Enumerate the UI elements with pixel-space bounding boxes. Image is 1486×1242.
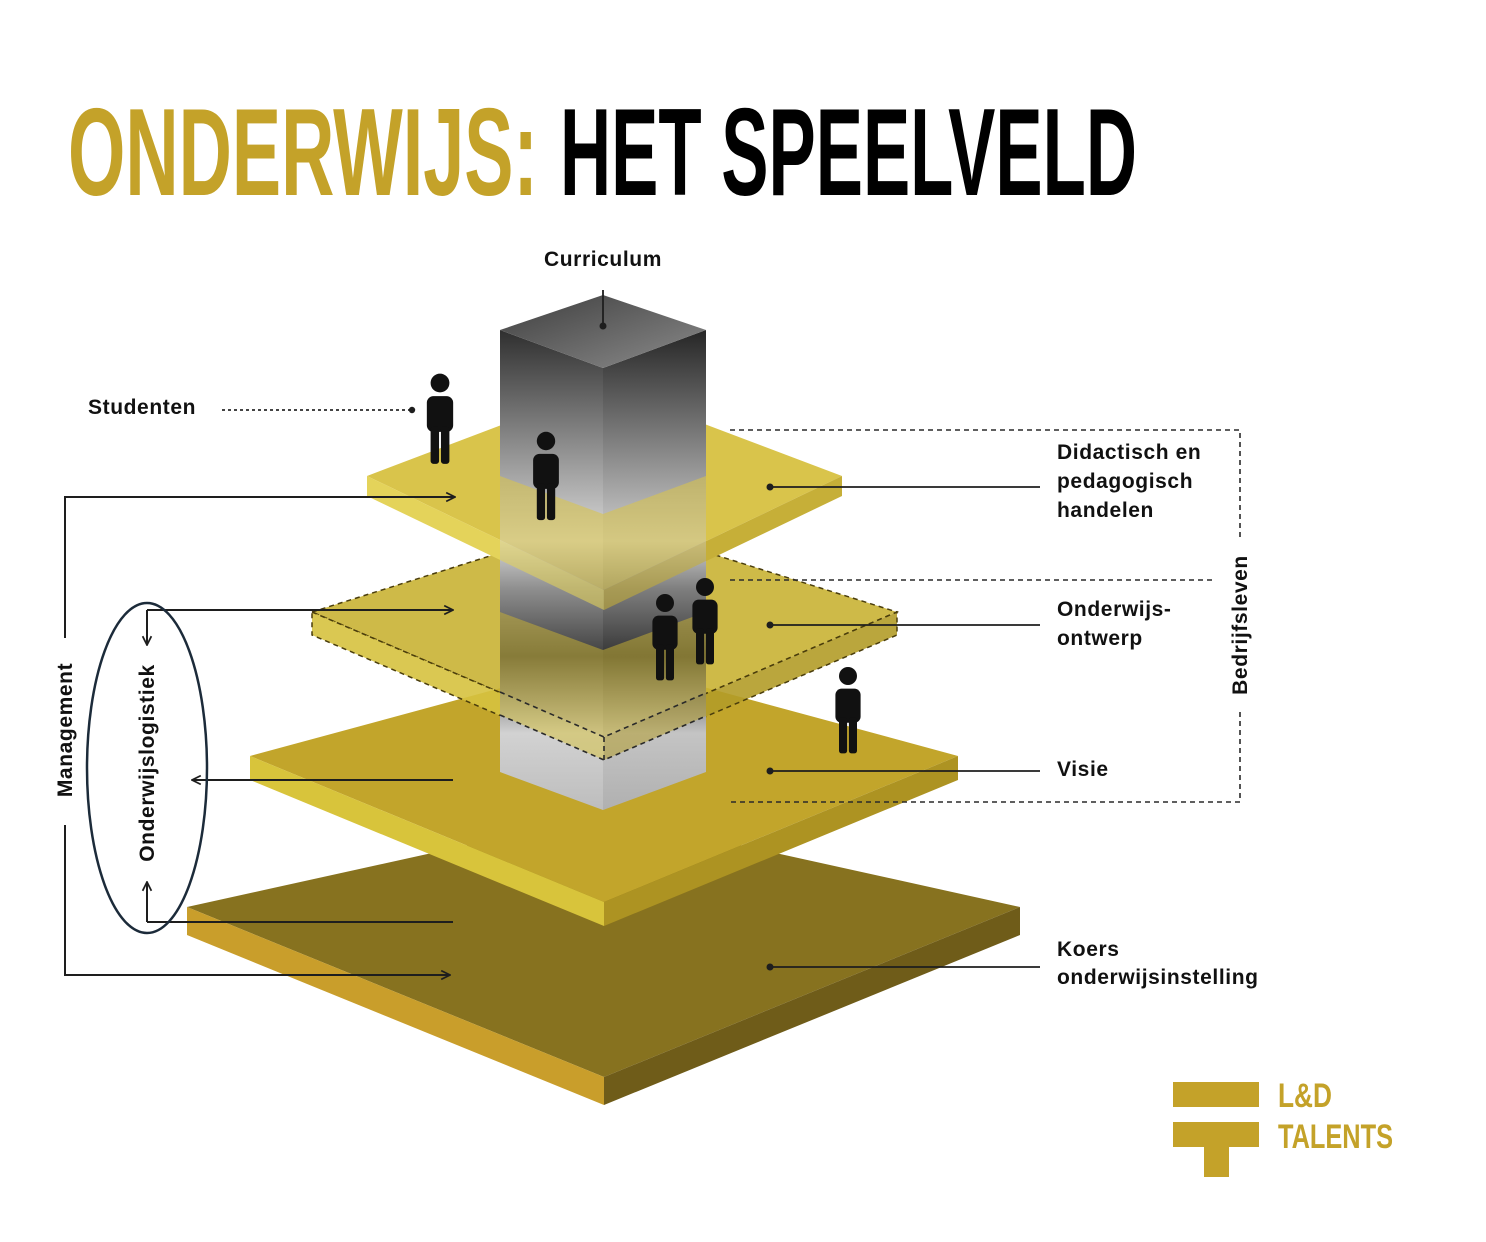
title-main: HET SPEELVELD [560, 84, 1137, 222]
person-head [839, 667, 857, 685]
curriculum-label: Curriculum [544, 248, 662, 271]
title-accent: ONDERWIJS: [68, 84, 538, 222]
management-arrow-bottom [64, 825, 450, 975]
layer-koers-slab [187, 815, 1020, 1105]
person-torso [426, 396, 454, 432]
person-icon [835, 667, 861, 754]
person-leg [696, 628, 705, 665]
slab-dashed-edge [499, 691, 707, 738]
layer-label-koers: Koers onderwijsinstelling [766, 938, 1259, 989]
logo-bar-top [1173, 1082, 1259, 1107]
layer-label-visie: Visie [766, 758, 1109, 781]
person-torso [835, 688, 861, 723]
person-icon [426, 373, 454, 464]
slab-left-face [250, 756, 604, 926]
logo-stem [1204, 1146, 1229, 1177]
layer-label-line: onderwijsinstelling [1057, 966, 1259, 989]
onderwijslogistiek-flow: Onderwijslogistiek [85, 601, 453, 935]
logo-text-line2: TALENTS [1278, 1118, 1393, 1156]
person-icon [652, 594, 678, 681]
slab-dashed-edge [499, 714, 707, 761]
bedrijfsleven-label: Bedrijfsleven [1229, 555, 1252, 695]
page-title: ONDERWIJS: HET SPEELVELD [68, 84, 1137, 222]
slab-right-face [604, 756, 958, 926]
person-head [696, 578, 714, 596]
slab-right-face [604, 907, 1020, 1105]
person-torso [652, 615, 678, 650]
person-torso [533, 453, 559, 489]
slab-left-face [187, 907, 604, 1105]
layer-label-line: Didactisch en [1057, 441, 1201, 464]
column-top-face [500, 295, 706, 368]
person-leg [848, 717, 857, 754]
layer-label-line: ontwerp [1057, 627, 1143, 650]
person-leg [546, 483, 556, 521]
person-torso [692, 599, 718, 634]
layer-label-line: Onderwijs- [1057, 598, 1172, 621]
person-head [656, 594, 674, 612]
layer-label-didactisch: Didactisch en pedagogisch handelen [766, 441, 1201, 522]
ld-talents-logo: L&D TALENTS [1173, 1077, 1393, 1177]
person-leg [430, 426, 440, 464]
person-icon [533, 431, 559, 521]
slab-right-face-front [604, 693, 706, 760]
curriculum-callout: Curriculum [544, 248, 662, 330]
person-leg [839, 717, 848, 754]
slab-top-face [187, 815, 1020, 1077]
person-head [430, 373, 450, 393]
studenten-label: Studenten [88, 396, 196, 419]
person-head [536, 431, 556, 451]
logo-bar-bottom [1173, 1122, 1259, 1147]
bracket-dashed-bottom [730, 712, 1241, 803]
slab-left-face-front [500, 540, 604, 610]
management-label: Management [54, 663, 77, 797]
management-arrow-top [64, 497, 455, 638]
layer-label-onderwijsontwerp: Onderwijs- ontwerp [766, 598, 1172, 650]
studenten-callout: Studenten [88, 396, 416, 419]
curriculum-leader-dot [599, 322, 607, 330]
slab-right-face-front [604, 541, 706, 610]
person-leg [440, 426, 450, 464]
bedrijfsleven-bracket: Bedrijfsleven [730, 429, 1252, 803]
layer-label-line: handelen [1057, 499, 1154, 522]
person-leg [536, 483, 546, 521]
layer-onderwijsontwerp-front-edges [499, 691, 707, 761]
layer-label-line: Visie [1057, 758, 1109, 781]
onderwijslogistiek-highlight-ellipse [85, 601, 209, 935]
person-icon [692, 578, 718, 665]
logo-text-line1: L&D [1278, 1077, 1332, 1115]
slab-left-face-front [500, 692, 604, 760]
person-leg [705, 628, 714, 665]
management-flow: Management [54, 497, 455, 975]
person-leg [656, 644, 665, 681]
onderwijslogistiek-label: Onderwijslogistiek [136, 664, 159, 862]
layer-label-line: Koers [1057, 938, 1120, 961]
person-leg [665, 644, 674, 681]
layer-label-line: pedagogisch [1057, 470, 1193, 493]
studenten-leader-dot [408, 406, 416, 414]
